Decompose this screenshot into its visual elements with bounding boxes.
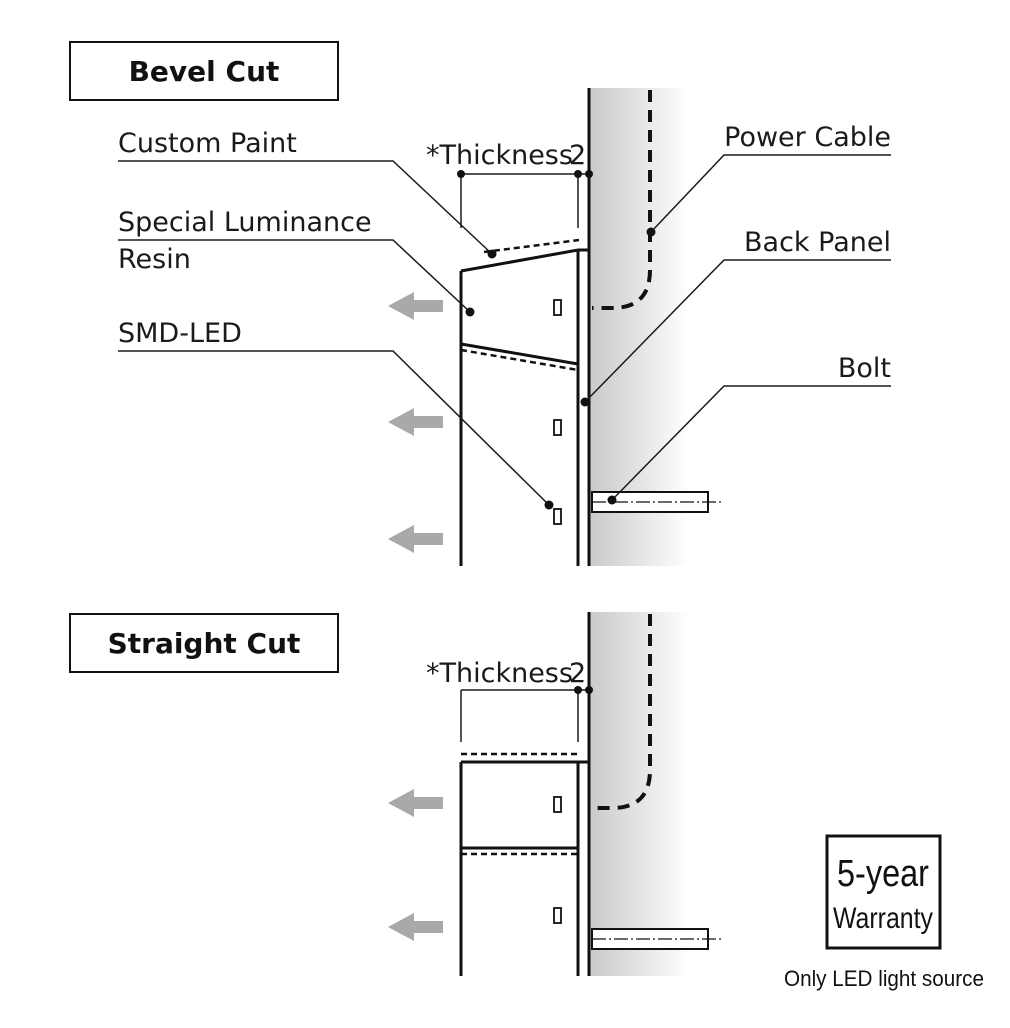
light-direction-arrow — [388, 913, 443, 941]
bevel-letter-body — [459, 238, 589, 566]
thickness-dimension-straight — [460, 686, 593, 742]
bevel-cut-title-box — [69, 41, 339, 101]
custom-paint-layer — [483, 238, 580, 254]
wall — [589, 612, 689, 976]
straight-cut-title: Straight Cut — [108, 627, 301, 660]
warranty-box — [825, 834, 942, 950]
thickness-label-straight: *Thickness — [426, 658, 573, 689]
bolt — [591, 928, 722, 950]
thickness-number-straight: 2 — [569, 658, 586, 689]
bolt — [591, 491, 722, 513]
bolt-label: Bolt — [838, 353, 891, 384]
smd-led — [553, 299, 562, 316]
thickness-number-bevel: 2 — [569, 140, 586, 171]
power-cable-leader — [650, 154, 891, 233]
bevel-face — [460, 248, 579, 273]
smd-led — [553, 419, 562, 436]
power-cable — [592, 614, 652, 810]
special-luminance-leader — [118, 239, 471, 313]
straight-letter-body — [459, 752, 589, 976]
thickness-dimension-bevel — [457, 170, 593, 228]
straight-cut-section: Straight Cut — [69, 612, 722, 976]
power-cable — [592, 90, 652, 310]
warranty-badge: 5-year Warranty Only LED light source — [784, 834, 984, 991]
special-luminance-label-line2: Resin — [118, 244, 191, 275]
smd-led-leader — [118, 350, 550, 506]
warranty-word: Warranty — [833, 902, 933, 935]
light-direction-arrow — [388, 292, 443, 320]
custom-paint-label: Custom Paint — [118, 128, 297, 159]
smd-led — [553, 796, 562, 813]
wall — [589, 88, 689, 566]
warranty-years: 5-year — [837, 853, 929, 895]
bevel-cut-title: Bevel Cut — [129, 55, 280, 88]
bevel-cut-section: Bevel Cut — [69, 41, 891, 566]
warranty-note: Only LED light source — [784, 966, 984, 991]
custom-paint-leader — [118, 160, 493, 255]
special-luminance-label-line1: Special Luminance — [118, 207, 372, 238]
light-direction-arrow — [388, 789, 443, 817]
smd-led — [553, 907, 562, 924]
thickness-label-bevel: *Thickness — [426, 140, 573, 171]
light-direction-arrow — [388, 408, 443, 436]
bolt-leader — [611, 385, 891, 501]
back-panel-label: Back Panel — [744, 227, 891, 258]
resin-divider — [460, 342, 579, 366]
light-direction-arrow — [388, 525, 443, 553]
smd-led-label: SMD-LED — [118, 318, 242, 349]
smd-led — [553, 508, 562, 525]
back-panel-leader — [584, 259, 891, 403]
straight-cut-title-box — [69, 613, 339, 673]
power-cable-label: Power Cable — [724, 122, 891, 153]
